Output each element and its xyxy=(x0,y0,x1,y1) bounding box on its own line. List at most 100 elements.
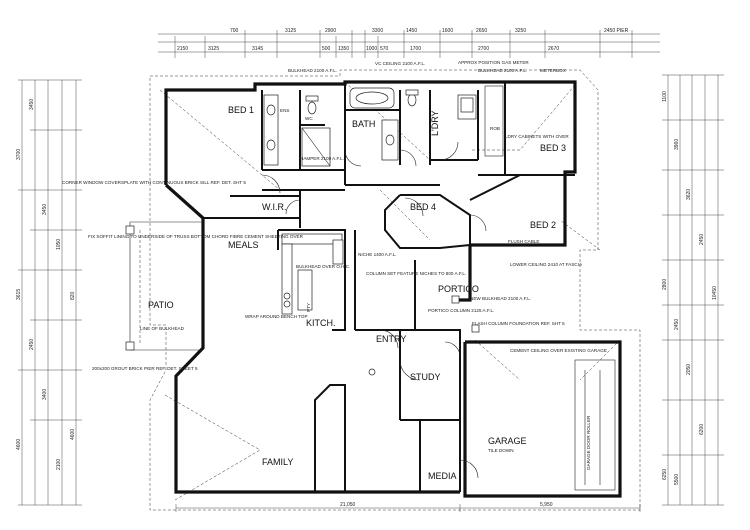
svg-text:CORNER WINDOW COVERSPLATE WITH: CORNER WINDOW COVERSPLATE WITH CONTINUOU… xyxy=(62,180,246,185)
svg-text:FLASH COLUMN FOUNDATION REF. S: FLASH COLUMN FOUNDATION REF. SHT 5 xyxy=(472,321,565,326)
svg-text:ROB: ROB xyxy=(490,126,500,131)
svg-text:5,950: 5,950 xyxy=(540,502,553,508)
fixtures xyxy=(263,85,616,491)
right-dimension-labels: 1100 3960 3620 2450 2800 2450 2050 6200 … xyxy=(662,91,718,485)
svg-text:BULKHEAD 2100 A.F.L.: BULKHEAD 2100 A.F.L. xyxy=(288,68,337,73)
svg-text:6250: 6250 xyxy=(662,469,668,480)
svg-text:3250: 3250 xyxy=(515,28,526,34)
svg-text:820: 820 xyxy=(70,291,76,300)
svg-text:2450: 2450 xyxy=(29,339,35,350)
svg-text:LINE OF BULKHEAD: LINE OF BULKHEAD xyxy=(140,326,185,331)
svg-text:CEMENT CEILING OVER EXISTING G: CEMENT CEILING OVER EXISTING GARAGE xyxy=(510,348,607,353)
svg-text:200x200 GROUT BRICK PIER REF.: 200x200 GROUT BRICK PIER REF. DET. SHEET… xyxy=(92,366,198,371)
door-swings xyxy=(261,141,487,479)
svg-text:VC CEILING 2100 A.F.L.: VC CEILING 2100 A.F.L. xyxy=(375,61,425,66)
svg-text:PORTICO COLUMN 2125 A.F.L.: PORTICO COLUMN 2125 A.F.L. xyxy=(428,308,494,313)
svg-text:2150: 2150 xyxy=(177,46,188,52)
room-label-meals: MEALS xyxy=(228,240,259,250)
room-label-ens: ENS xyxy=(280,108,289,113)
top-dimension-lines xyxy=(158,30,660,58)
svg-text:1600: 1600 xyxy=(442,28,453,34)
svg-text:3125: 3125 xyxy=(208,46,219,52)
svg-text:2650: 2650 xyxy=(476,28,487,34)
svg-text:3400: 3400 xyxy=(42,389,48,400)
svg-text:2700: 2700 xyxy=(478,46,489,52)
svg-text:4600: 4600 xyxy=(16,439,22,450)
room-label-pty: PTY xyxy=(306,303,311,312)
svg-text:APPROX POSITION GAS METER: APPROX POSITION GAS METER xyxy=(458,60,529,65)
svg-text:BULKHEAD 2100 A.F.L.: BULKHEAD 2100 A.F.L. xyxy=(478,68,527,73)
svg-text:NEW BULKHEAD 2100 A.F.L.: NEW BULKHEAD 2100 A.F.L. xyxy=(470,296,531,301)
svg-text:700: 700 xyxy=(230,28,239,34)
svg-text:2450: 2450 xyxy=(674,319,680,330)
room-label-garage: GARAGE xyxy=(488,436,527,446)
svg-text:2670: 2670 xyxy=(548,46,559,52)
room-label-bed2: BED 2 xyxy=(530,220,556,230)
left-dimension-labels: 3700 3450 3450 1050 820 3615 2450 4600 3… xyxy=(16,99,76,470)
svg-text:1350: 1350 xyxy=(338,46,349,52)
svg-text:3450: 3450 xyxy=(42,204,48,215)
portico-columns xyxy=(368,295,480,376)
svg-text:2900: 2900 xyxy=(325,28,336,34)
room-label-ldry: L'DRY xyxy=(430,110,440,136)
svg-text:3450: 3450 xyxy=(29,99,35,110)
right-dimension-lines xyxy=(662,74,724,506)
svg-text:BULKHEAD OVER O.H.C.: BULKHEAD OVER O.H.C. xyxy=(296,264,350,269)
svg-text:HAMPER 2100 A.F.L.: HAMPER 2100 A.F.L. xyxy=(300,156,344,161)
svg-text:3300: 3300 xyxy=(372,28,383,34)
svg-text:6200: 6200 xyxy=(699,424,705,435)
svg-text:5500: 5500 xyxy=(674,474,680,485)
room-label-bed4: BED 4 xyxy=(410,202,436,212)
room-labels: BED 1 BATH L'DRY BED 3 BED 4 BED 2 W.I.R… xyxy=(148,105,566,481)
top-dimension-labels: 2150 3125 3145 500 1350 1000 570 1700 27… xyxy=(177,28,629,52)
svg-text:10450: 10450 xyxy=(712,286,718,300)
svg-text:3700: 3700 xyxy=(16,149,22,160)
svg-text:2450: 2450 xyxy=(699,234,705,245)
svg-text:2100: 2100 xyxy=(56,459,62,470)
svg-text:WRAP AROUND BENCH TOP: WRAP AROUND BENCH TOP xyxy=(245,314,308,319)
svg-text:3615: 3615 xyxy=(16,289,22,300)
room-label-media: MEDIA xyxy=(428,471,457,481)
svg-text:NICHE 1400 A.F.L.: NICHE 1400 A.F.L. xyxy=(358,252,397,257)
svg-text:3145: 3145 xyxy=(252,46,263,52)
room-label-portico: PORTICO xyxy=(438,284,479,294)
room-label-kitch: KITCH. xyxy=(306,318,336,328)
svg-text:LDRY CABINETS WITH OVER: LDRY CABINETS WITH OVER xyxy=(505,134,569,139)
svg-text:FLUSH CABLE: FLUSH CABLE xyxy=(508,239,539,244)
svg-text:TILE DOWN: TILE DOWN xyxy=(488,448,514,453)
svg-text:2050: 2050 xyxy=(686,364,692,375)
svg-text:3125: 3125 xyxy=(285,28,296,34)
room-label-entry: ENTRY xyxy=(376,334,406,344)
svg-text:1100: 1100 xyxy=(662,91,668,102)
svg-text:FIX SOFFIT LINING TO UNDERSIDE: FIX SOFFIT LINING TO UNDERSIDE OF TRUSS … xyxy=(88,234,304,239)
svg-text:1000: 1000 xyxy=(366,46,377,52)
room-label-bed3: BED 3 xyxy=(540,143,566,153)
room-label-patio: PATIO xyxy=(148,300,174,310)
room-label-wc: WC xyxy=(305,116,313,121)
svg-text:2450 PIER: 2450 PIER xyxy=(604,28,629,34)
svg-text:1700: 1700 xyxy=(410,46,421,52)
svg-text:500: 500 xyxy=(322,46,331,52)
patio-area xyxy=(125,221,203,351)
bottom-dimensions: 21,050 5,950 xyxy=(175,502,641,512)
room-label-wir: W.I.R. xyxy=(262,202,287,212)
svg-text:1050: 1050 xyxy=(56,239,62,250)
svg-text:METERBOX: METERBOX xyxy=(540,68,566,73)
svg-text:570: 570 xyxy=(380,46,389,52)
svg-text:GARAGE DOOR ROLLER: GARAGE DOOR ROLLER xyxy=(586,415,591,470)
room-label-bed1: BED 1 xyxy=(228,105,254,115)
svg-text:21,050: 21,050 xyxy=(340,502,356,508)
annotation-notes: BULKHEAD 2100 A.F.L. VC CEILING 2100 A.F… xyxy=(62,60,607,470)
svg-text:COLUMN SET FEATURE NICHES TO 8: COLUMN SET FEATURE NICHES TO 800 A.F.L. xyxy=(366,271,466,276)
svg-text:4600: 4600 xyxy=(70,429,76,440)
left-dimension-lines xyxy=(18,79,82,506)
svg-text:1450: 1450 xyxy=(406,28,417,34)
svg-text:3620: 3620 xyxy=(686,189,692,200)
room-label-bath: BATH xyxy=(352,119,375,129)
room-label-study: STUDY xyxy=(410,372,441,382)
internal-walls xyxy=(203,82,575,492)
svg-text:LOWER CEILING 2410 AT FASCIA: LOWER CEILING 2410 AT FASCIA xyxy=(510,262,583,267)
svg-text:3960: 3960 xyxy=(674,139,680,150)
svg-text:2800: 2800 xyxy=(662,279,668,290)
